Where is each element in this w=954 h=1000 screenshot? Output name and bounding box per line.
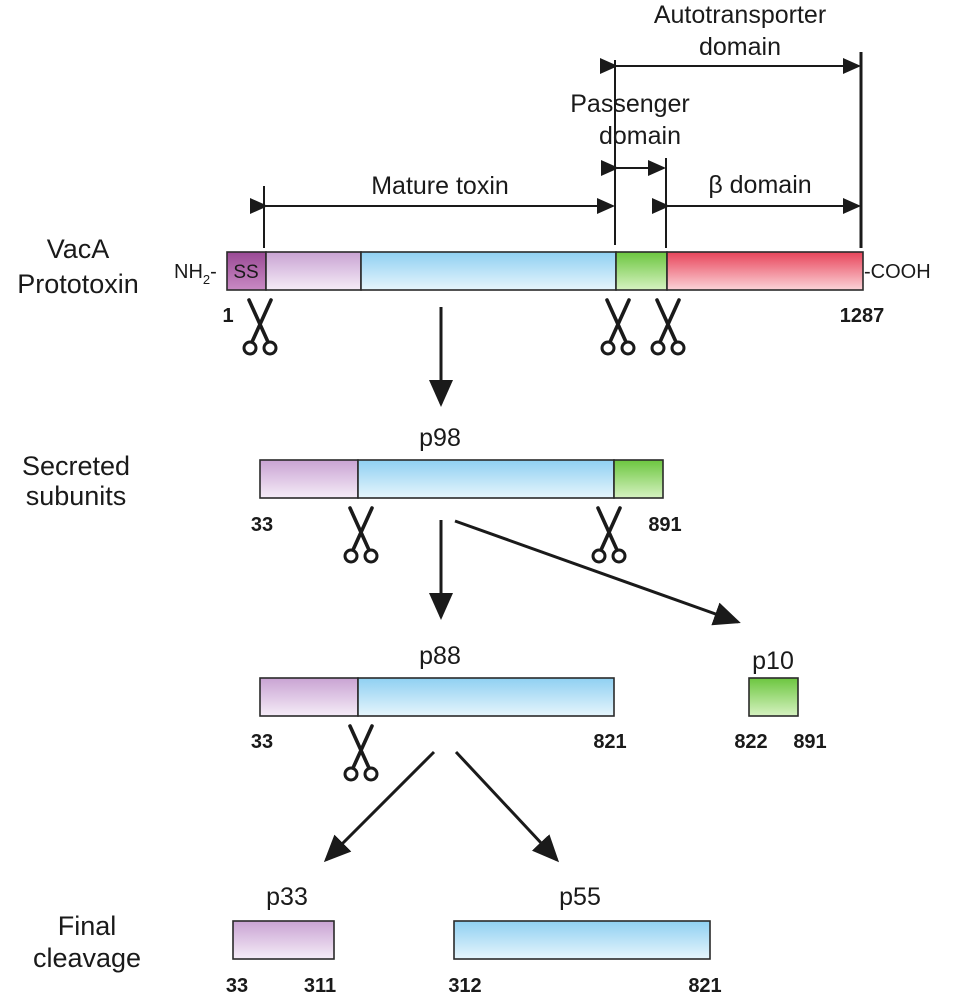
prototoxin-passenger-region [615,251,668,291]
beta-domain-bracket: β domain [652,171,861,214]
scissors-icon [600,298,636,356]
arrow-to-p55 [454,750,560,863]
row-label-final-line2: cleavage [33,943,141,973]
row-label-prototoxin-line1: VacA [47,234,110,264]
p88-end-residue: 821 [593,731,626,753]
row-label-secreted-line2: subunits [26,481,127,511]
p10-start-residue: 822 [734,731,767,753]
p98-fragment: p98 33 891 [251,424,682,536]
p33-start-residue: 33 [226,975,248,997]
mature-toxin-bracket: Mature toxin [250,172,615,248]
mature-toxin-label: Mature toxin [371,172,509,200]
prototoxin-start-residue: 1 [222,305,233,327]
p10-label: p10 [752,647,794,675]
nh2-terminus-label: NH2- [174,261,217,287]
p88-p33-region [259,677,359,717]
p88-fragment: p88 33 821 [251,642,627,753]
autotransporter-bracket: Autotransporter domain [600,1,863,248]
passenger-bracket: Passenger domain [570,90,690,248]
scissors-icon [343,724,379,782]
arrow-to-p33 [323,750,436,863]
row-label-secreted-line1: Secreted [22,451,130,481]
p55-label: p55 [559,883,601,911]
p98-p33-region [259,459,359,499]
signal-sequence-label: SS [233,262,258,283]
scissors-icon [242,298,278,356]
p33-region [232,920,335,960]
p10-fragment: p10 822 891 [734,647,826,753]
arrow-to-p10 [454,519,741,626]
p88-p55-region [357,677,615,717]
prototoxin-p55-region [360,251,617,291]
row-label-prototoxin: VacA Prototoxin [17,234,139,299]
p98-p55-region [357,459,615,499]
p10-region [748,677,799,717]
passenger-label-line2: domain [599,122,681,150]
p55-region [453,920,711,960]
p88-label: p88 [419,642,461,670]
p55-end-residue: 821 [688,975,721,997]
p98-label: p98 [419,424,461,452]
p88-start-residue: 33 [251,731,273,753]
row-label-final-line1: Final [58,911,117,941]
p55-start-residue: 312 [448,975,481,997]
p10-end-residue: 891 [793,731,826,753]
passenger-label-line1: Passenger [570,90,690,118]
scissors-icon [343,506,379,564]
row-label-final: Final cleavage [33,911,141,973]
p33-fragment: p33 33 311 [226,883,336,997]
cooh-terminus-label: -COOH [864,261,931,283]
scissors-icon [591,506,627,564]
p55-fragment: p55 312 821 [448,883,721,997]
autotransporter-label-line2: domain [699,33,781,61]
autotransporter-label-line1: Autotransporter [654,1,826,29]
row-label-secreted: Secreted subunits [22,451,130,511]
p98-start-residue: 33 [251,514,273,536]
prototoxin-bar: NH2- SS -COOH 1 1287 [174,251,931,327]
p33-end-residue: 311 [304,975,336,997]
scissors-icon [650,298,686,356]
p33-label: p33 [266,883,308,911]
prototoxin-p33-region [265,251,362,291]
prototoxin-end-residue: 1287 [840,305,885,327]
p98-end-residue: 891 [648,514,681,536]
beta-domain-label: β domain [708,171,811,199]
prototoxin-beta-domain-region [666,251,864,291]
p98-p10-region [613,459,664,499]
row-label-prototoxin-line2: Prototoxin [17,269,139,299]
